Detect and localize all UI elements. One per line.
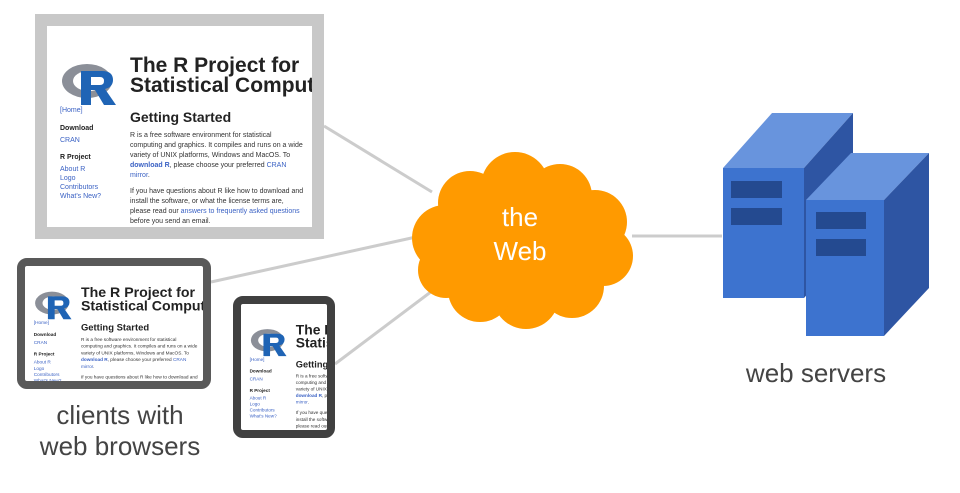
- side-nav: [Home] Download CRAN R Project About R L…: [250, 357, 296, 420]
- faq-paragraph: If you have questions about R like how t…: [296, 410, 335, 430]
- nav-whats-new[interactable]: What's New?: [60, 193, 102, 200]
- nav-contributors[interactable]: Contributors: [33, 372, 60, 378]
- cran-mirror-link[interactable]: CRAN mirror: [295, 400, 308, 405]
- nav-contributors[interactable]: Contributors: [60, 184, 99, 191]
- faq-link[interactable]: answers to frequently asked questions: [180, 208, 300, 215]
- tablet-browser: The R Project for Statistical Computing …: [17, 258, 211, 389]
- nav-project-heading: R Project: [33, 352, 55, 357]
- nav-cran[interactable]: CRAN: [33, 340, 48, 346]
- nav-about[interactable]: About R: [60, 166, 86, 173]
- nav-logo[interactable]: Logo: [60, 175, 76, 182]
- page-heading: Getting Started: [80, 321, 150, 333]
- nav-home[interactable]: [Home]: [249, 357, 265, 363]
- server-front: [806, 153, 929, 336]
- r-logo-icon: [62, 64, 116, 105]
- nav-home[interactable]: [Home]: [60, 107, 83, 114]
- nav-contributors[interactable]: Contributors: [249, 408, 275, 413]
- faq-paragraph: If you have questions about R like how t…: [130, 188, 304, 225]
- r-project-page: The R Project for Statistical Computing …: [241, 304, 335, 430]
- side-nav: [Home] Download CRAN R Project About R L…: [60, 106, 130, 201]
- download-link[interactable]: download R: [80, 357, 108, 363]
- r-logo-icon: [250, 329, 287, 357]
- page-heading: Getting Started: [295, 358, 329, 370]
- intro-paragraph: R is a free software environment for sta…: [295, 373, 327, 406]
- cran-mirror-link[interactable]: CRAN mirror: [130, 162, 287, 179]
- connector-phone: [334, 283, 441, 366]
- faq-link[interactable]: answers to frequently asked questions: [329, 424, 335, 429]
- r-project-page: The R Project for Statistical Computing …: [47, 26, 312, 227]
- nav-home[interactable]: [Home]: [33, 320, 49, 326]
- main-content: Getting Started R is a free software env…: [295, 358, 335, 430]
- r-logo-icon: [35, 291, 72, 320]
- nav-about[interactable]: About R: [33, 360, 51, 366]
- download-link[interactable]: download R: [295, 393, 322, 399]
- nav-download-heading: Download: [33, 332, 57, 338]
- connector-desktop: [323, 124, 433, 194]
- nav-cran[interactable]: CRAN: [249, 377, 263, 382]
- faq-paragraph: If you have questions about R like how t…: [81, 375, 199, 381]
- download-link[interactable]: download R: [130, 162, 170, 169]
- nav-download-heading: Download: [249, 369, 272, 374]
- nav-logo[interactable]: Logo: [249, 402, 260, 407]
- intro-paragraph: R is a free software environment for sta…: [80, 337, 198, 370]
- main-content: Getting Started R is a free software env…: [130, 109, 305, 227]
- site-title: The R Project for Statistical Computing: [80, 284, 210, 314]
- cran-mirror-link[interactable]: CRAN mirror: [80, 357, 187, 370]
- nav-download-heading: Download: [60, 125, 94, 132]
- cloud-label: the Web: [493, 202, 547, 266]
- intro-paragraph: R is a free software environment for sta…: [130, 132, 303, 179]
- desktop-browser: The R Project for Statistical Computing …: [35, 14, 324, 239]
- page-heading: Getting Started: [130, 109, 232, 125]
- phone-browser: The R Project for Statistical Computing …: [233, 296, 335, 438]
- clients-label: clients with web browsers: [39, 400, 201, 461]
- nav-cran[interactable]: CRAN: [60, 137, 80, 144]
- nav-whats-new[interactable]: What's New?: [33, 378, 62, 384]
- connector-tablet: [210, 235, 417, 284]
- main-content: Getting Started R is a free software env…: [80, 321, 199, 381]
- r-project-page: The R Project for Statistical Computing …: [25, 266, 203, 384]
- nav-project-heading: R Project: [60, 154, 91, 161]
- nav-logo[interactable]: Logo: [33, 366, 45, 372]
- web-cloud: [412, 152, 633, 329]
- nav-about[interactable]: About R: [249, 396, 267, 402]
- site-title: The R Project for Statistical Computing: [130, 54, 321, 97]
- nav-project-heading: R Project: [249, 388, 270, 394]
- nav-whats-new[interactable]: What's New?: [249, 414, 277, 419]
- servers-label: web servers: [745, 358, 887, 388]
- site-title: The R Project for Statistical Computing: [295, 322, 335, 351]
- side-nav: [Home] Download CRAN R Project About R L…: [33, 320, 81, 384]
